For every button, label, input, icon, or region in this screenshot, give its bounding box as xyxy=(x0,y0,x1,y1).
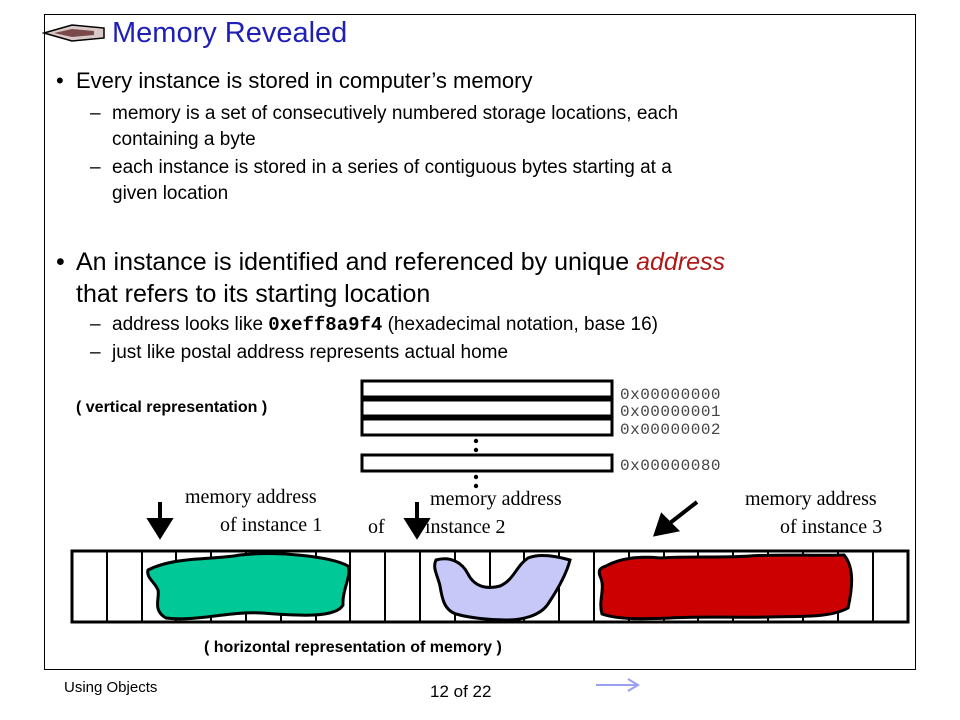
bullet-dot: • xyxy=(56,248,65,276)
horizontal-representation-label: ( horizontal representation of memory ) xyxy=(204,639,502,656)
address-label: 0x00000001 xyxy=(620,403,722,421)
instance-2-label-line2: instance 2 xyxy=(425,516,506,538)
ellipsis-dot xyxy=(473,474,479,480)
bullet-text: An instance is identified and referenced… xyxy=(76,246,725,310)
ellipsis-dot xyxy=(473,483,479,489)
bullet-text: Every instance is stored in computer’s m… xyxy=(76,68,533,93)
line-1: each instance is stored in a series of c… xyxy=(112,157,672,178)
address-emphasis: address xyxy=(636,248,726,276)
slide-frame xyxy=(44,14,916,670)
bullet-dot: • xyxy=(56,68,64,93)
instance-3-label-line2: of instance 3 xyxy=(780,516,883,538)
line-2: given location xyxy=(112,183,229,204)
instance-1-label-line2: of instance 1 xyxy=(220,514,323,536)
back-arrow-icon[interactable] xyxy=(42,22,106,44)
arrow-instance-2 xyxy=(403,502,431,540)
instance-2-label-of: of xyxy=(368,516,385,538)
instance-1-label-line1: memory address xyxy=(185,486,317,508)
forward-arrow-icon[interactable] xyxy=(594,676,644,694)
line-2: containing a byte xyxy=(112,129,256,150)
arrow-instance-1 xyxy=(146,502,174,540)
dash-glyph: – xyxy=(90,103,101,124)
sub-bullet-text: each instance is stored in a series of c… xyxy=(112,155,672,207)
ellipsis-dot xyxy=(473,438,479,444)
instance-2-label-line1: memory address xyxy=(430,488,562,510)
bullet-text-line2: that refers to its starting location xyxy=(76,280,431,308)
instance-3-label-line1: memory address xyxy=(745,488,877,510)
ellipsis-dot xyxy=(473,447,479,453)
address-label: 0x00000000 xyxy=(620,386,722,404)
vertical-representation-label: ( vertical representation ) xyxy=(76,399,268,416)
instance-3-blob xyxy=(597,553,854,621)
vertical-cell xyxy=(360,417,614,437)
vertical-cell xyxy=(360,453,614,473)
sub-bullet-text: address looks like 0xeff8a9f4 (hexadecim… xyxy=(112,312,658,338)
address-label: 0x00000080 xyxy=(620,457,722,475)
arrow-instance-3 xyxy=(653,500,699,537)
dash-glyph: – xyxy=(90,342,101,363)
vertical-cell xyxy=(360,379,614,399)
sub-bullet-text: just like postal address represents actu… xyxy=(112,342,509,363)
footer-course-title: Using Objects xyxy=(64,679,158,696)
hex-example: 0xeff8a9f4 xyxy=(268,314,383,336)
text-post: (hexadecimal notation, base 16) xyxy=(382,314,658,335)
dash-glyph: – xyxy=(90,157,101,178)
vertical-cell xyxy=(360,398,614,418)
sub-bullet-text: memory is a set of consecutively numbere… xyxy=(112,101,678,153)
instance-1-blob xyxy=(146,552,351,621)
footer-page-number: 12 of 22 xyxy=(430,682,492,701)
instance-2-blob xyxy=(433,553,572,622)
text-pre: address looks like xyxy=(112,314,269,335)
address-label: 0x00000002 xyxy=(620,421,722,439)
bullet-text-pre: An instance is identified and referenced… xyxy=(76,248,637,276)
slide-title: Memory Revealed xyxy=(112,17,348,49)
line-1: memory is a set of consecutively numbere… xyxy=(112,103,679,124)
dash-glyph: – xyxy=(90,314,101,335)
